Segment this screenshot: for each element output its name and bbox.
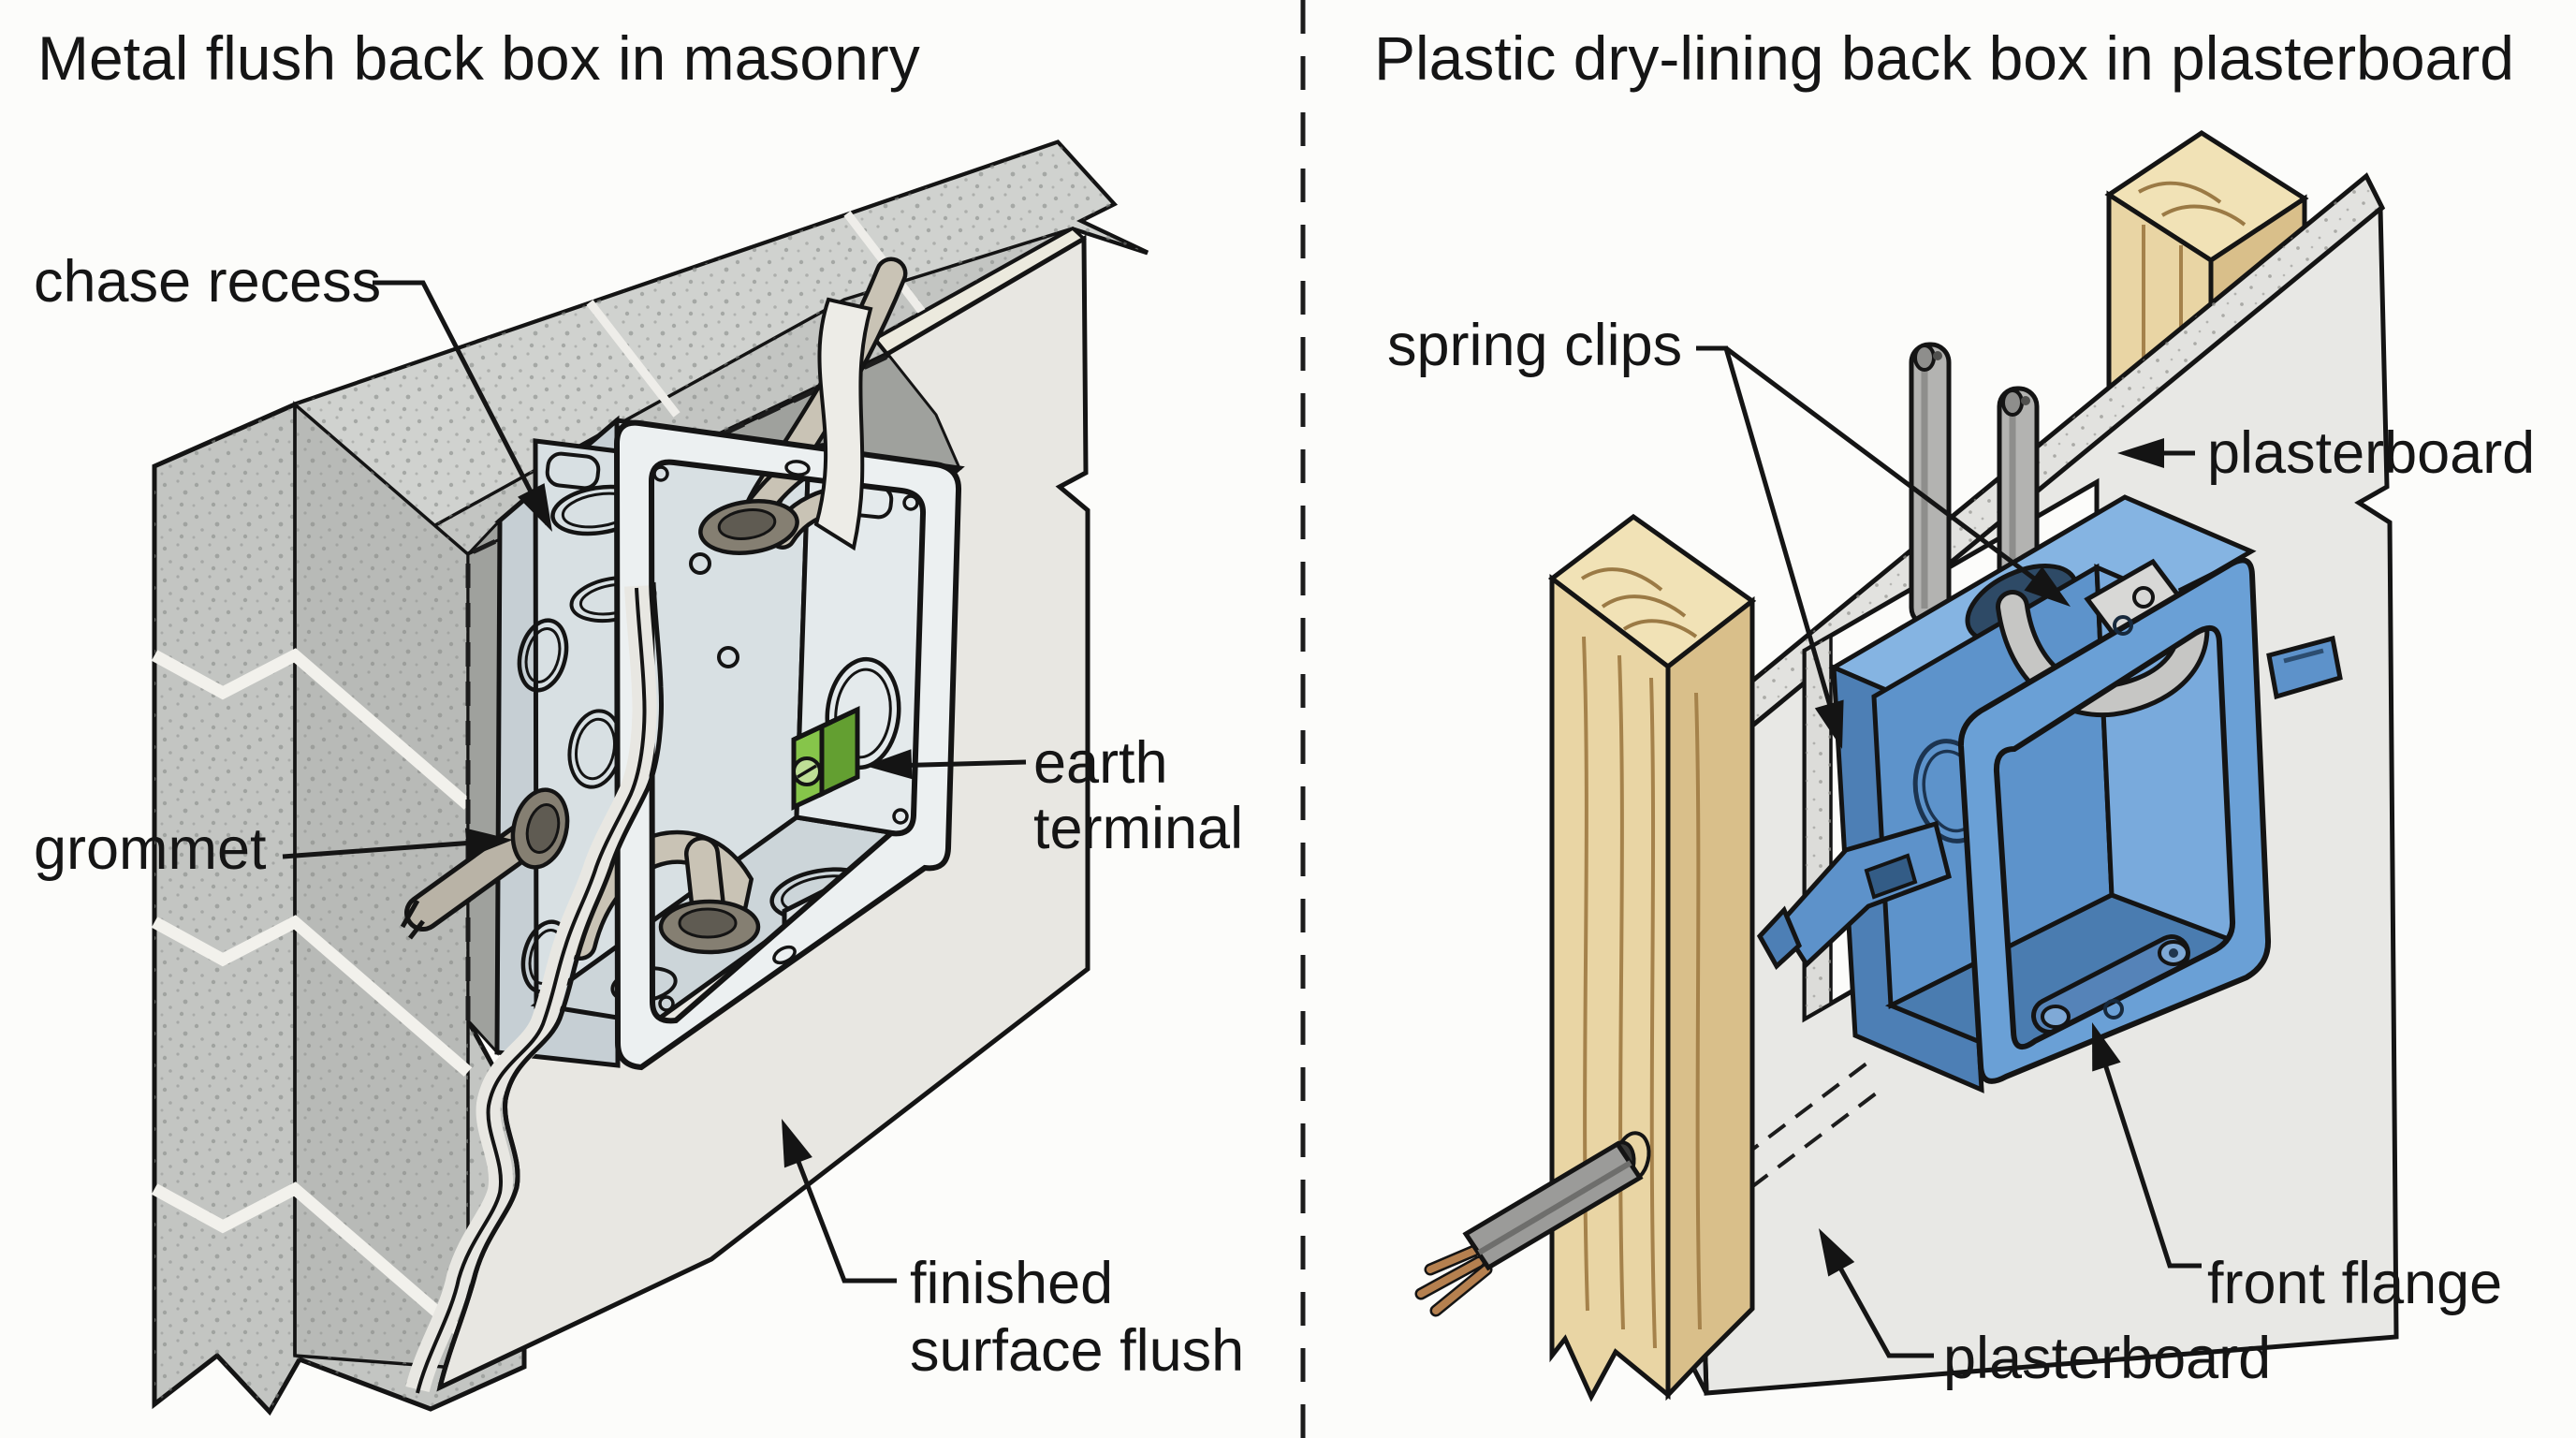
right-title: Plastic dry-lining back box in plasterbo… [1374,23,2514,93]
right-labels: Plastic dry-lining back box in plasterbo… [1374,23,2535,1391]
finished-surface-label-2: surface flush [910,1318,1244,1384]
masonry-wall [151,139,1149,1416]
chase-recess-leader [373,280,550,526]
front-flange-leader [2097,1046,2202,1269]
finished-surface-leader [788,1141,897,1284]
grommet-left [400,787,570,940]
metal-flush-box-illustration: Metal flush back box in masonry chase re… [34,23,1244,1416]
finished-surface-label-1: finished [910,1251,1113,1316]
earth-terminal-arrow [865,749,913,780]
chase-recess-arrow [518,483,552,532]
earth-terminal [791,706,860,811]
broken-plaster-edge [405,297,873,1394]
grommet-leader [282,839,488,859]
chase-recess-label: chase recess [34,249,381,315]
interior-cable-loop [2000,594,2205,713]
screw-bosses [2031,934,2190,1034]
drylining-back-box [1756,494,2343,1093]
spring-clips-arrow-2 [2024,566,2071,607]
plasterboard-bottom-label: plasterboard [1943,1326,2271,1391]
grommet-top [698,499,799,555]
earth-terminal-label-1: earth [1033,730,1168,796]
front-flange-label: front flange [2207,1251,2502,1316]
plaster-sliver-top [813,297,873,551]
spring-clip-left [1756,820,1952,970]
grommet-floor [658,899,761,955]
finished-surface-arrow [782,1119,812,1168]
box-front-flange [613,419,962,1071]
left-labels: Metal flush back box in masonry chase re… [34,23,1244,1384]
grommet-label: grommet [34,816,267,882]
plasterboard-bottom-arrow [1819,1228,1855,1277]
bottom-cable [1414,1131,1651,1317]
spring-clips-leader-2 [1724,345,2054,594]
grommet-arrow [465,828,513,858]
front-flange-arrow [2092,1022,2121,1072]
spring-clips-label: spring clips [1387,313,1682,378]
left-title: Metal flush back box in masonry [37,23,920,93]
box-flange [1957,557,2272,1084]
drylining-box-illustration: Plastic dry-lining back box in plasterbo… [1374,23,2535,1402]
plasterboard-top-arrow [2117,438,2164,468]
mortar-joints [151,648,473,1343]
plasterboard-top-label: plasterboard [2207,420,2535,486]
plasterboard-bottom-leader [1829,1251,1934,1358]
earth-terminal-label-2: terminal [1033,796,1243,861]
left-stud [1547,513,1757,1402]
spring-clips-arrow-1 [1814,699,1844,749]
earth-terminal-leader [888,759,1027,769]
